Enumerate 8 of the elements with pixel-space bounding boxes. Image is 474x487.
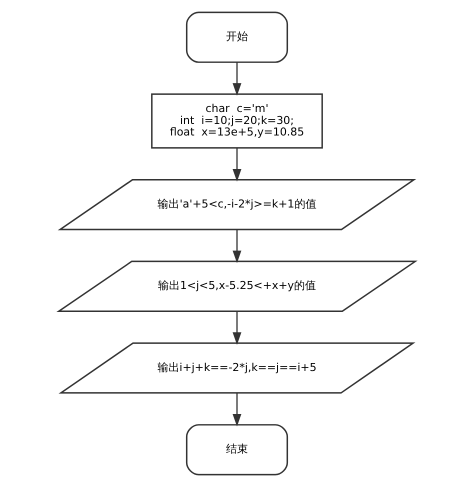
node-box: char c='m' int i=10;j=20;k=30; float x=13e+5,y=10.85 [151, 93, 323, 149]
node-box: 开始 [186, 12, 288, 63]
node-box: 结束 [186, 424, 288, 476]
arrow [232, 148, 242, 182]
arrow [232, 311, 242, 345]
arrow [232, 62, 242, 96]
arrow [232, 392, 242, 427]
arrow [232, 230, 242, 264]
